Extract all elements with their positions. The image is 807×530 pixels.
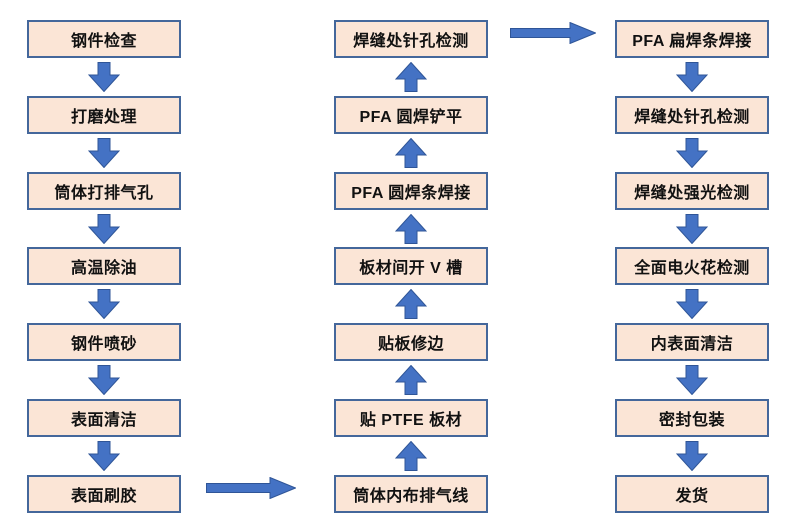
up-arrow-icon xyxy=(395,365,427,396)
flow-column-lining-welding: 焊缝处针孔检测 PFA 圆焊铲平 PFA 圆焊条焊接 板材间开 V 槽 贴板修边… xyxy=(334,20,488,513)
step-box-v-groove-cutting: 板材间开 V 槽 xyxy=(334,247,488,286)
step-box-surface-cleaning: 表面清洁 xyxy=(27,399,181,438)
down-arrow-icon xyxy=(676,440,708,471)
step-box-pfa-round-weld-flattening: PFA 圆焊铲平 xyxy=(334,95,488,134)
down-arrow-icon xyxy=(676,213,708,244)
step-box-ptfe-sheet-lining: 贴 PTFE 板材 xyxy=(334,399,488,438)
down-arrow-icon xyxy=(676,289,708,320)
step-box-sandblasting: 钢件喷砂 xyxy=(27,323,181,362)
step-box-pfa-flat-rod-welding: PFA 扁焊条焊接 xyxy=(615,20,769,58)
up-arrow-icon xyxy=(395,289,427,320)
down-arrow-icon xyxy=(88,61,120,92)
up-arrow-icon xyxy=(395,61,427,92)
down-arrow-icon xyxy=(676,61,708,92)
down-arrow-icon xyxy=(676,137,708,168)
down-arrow-icon xyxy=(88,440,120,471)
flow-column-inspection-shipping: PFA 扁焊条焊接 焊缝处针孔检测 焊缝处强光检测 全面电火花检测 内表面清洁 … xyxy=(615,20,769,513)
step-box-glue-coating: 表面刷胶 xyxy=(27,474,181,513)
step-box-vent-hole-drilling: 筒体打排气孔 xyxy=(27,171,181,210)
up-arrow-icon xyxy=(395,440,427,471)
step-box-spark-test: 全面电火花检测 xyxy=(615,247,769,286)
right-arrow-icon xyxy=(510,22,596,44)
step-box-shipment: 发货 xyxy=(615,474,769,513)
up-arrow-icon xyxy=(395,213,427,244)
down-arrow-icon xyxy=(88,213,120,244)
down-arrow-icon xyxy=(88,289,120,320)
step-box-vent-line-layout: 筒体内布排气线 xyxy=(334,474,488,513)
step-box-inner-surface-cleaning: 内表面清洁 xyxy=(615,323,769,362)
down-arrow-icon xyxy=(88,365,120,396)
step-box-high-temp-degreasing: 高温除油 xyxy=(27,247,181,286)
down-arrow-icon xyxy=(88,137,120,168)
step-box-pfa-round-rod-welding: PFA 圆焊条焊接 xyxy=(334,171,488,210)
step-box-sealed-packaging: 密封包装 xyxy=(615,399,769,438)
step-box-pinhole-inspection: 焊缝处针孔检测 xyxy=(334,20,488,58)
down-arrow-icon xyxy=(676,365,708,396)
step-box-steel-inspection: 钢件检查 xyxy=(27,20,181,58)
flow-column-steel-preparation: 钢件检查 打磨处理 筒体打排气孔 高温除油 钢件喷砂 表面清洁 表面刷胶 xyxy=(27,20,181,513)
step-box-grinding: 打磨处理 xyxy=(27,95,181,134)
right-arrow-icon xyxy=(206,477,296,499)
step-box-strong-light-inspection: 焊缝处强光检测 xyxy=(615,171,769,210)
step-box-pinhole-inspection-2: 焊缝处针孔检测 xyxy=(615,95,769,134)
up-arrow-icon xyxy=(395,137,427,168)
step-box-sheet-trimming: 贴板修边 xyxy=(334,323,488,362)
